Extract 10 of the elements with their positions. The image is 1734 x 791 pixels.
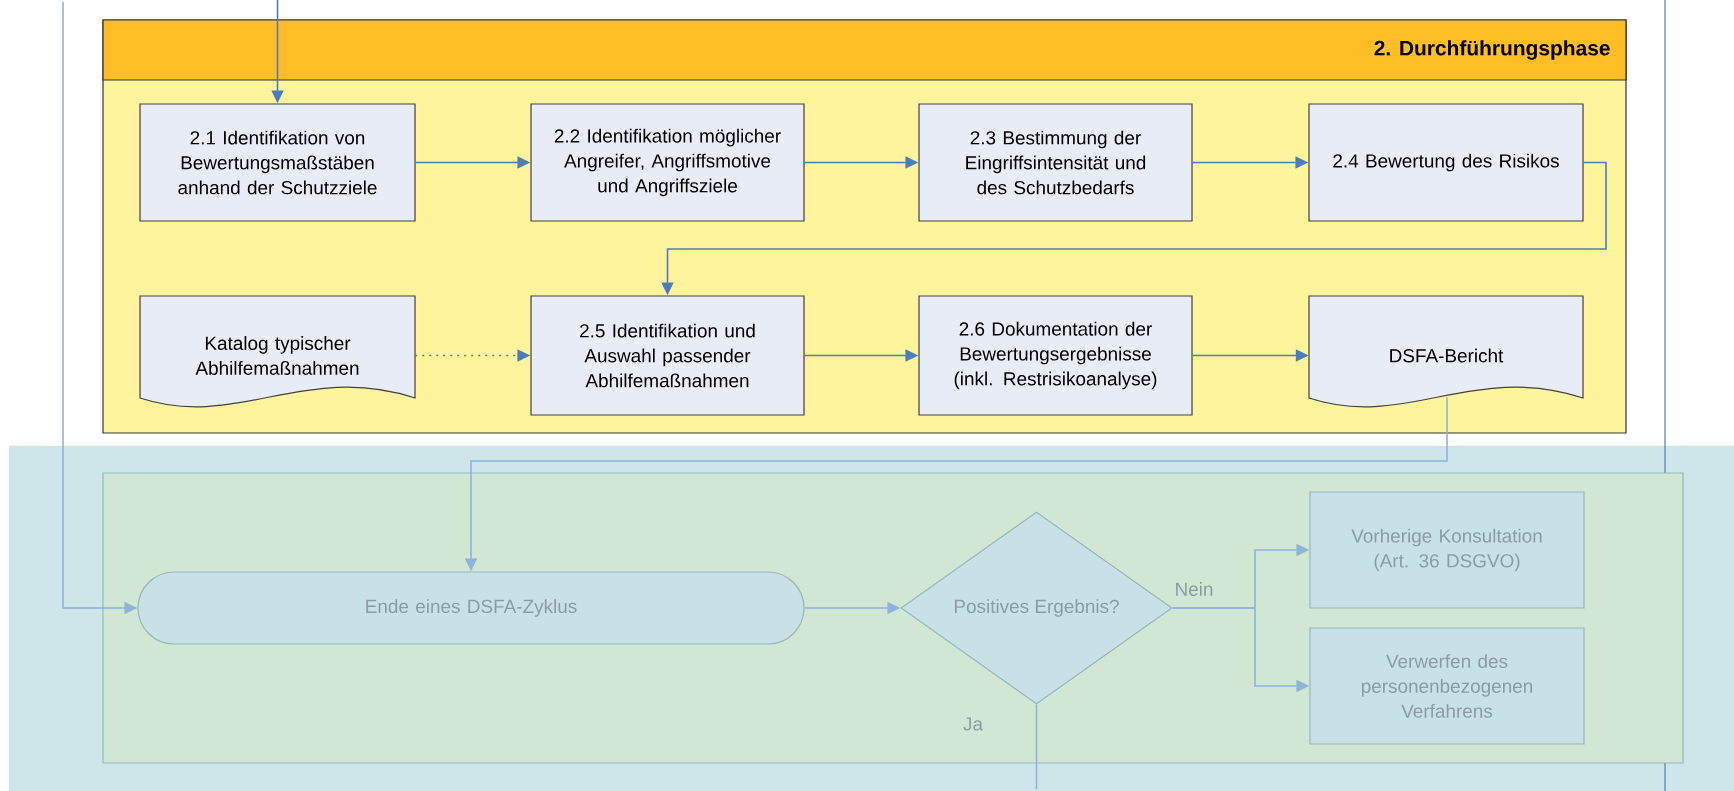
edge-label: Ja [962, 716, 984, 732]
process-box: 2.3 Bestimmung der Eingriffsintensität und des Schutzbedarfs [918, 103, 1193, 222]
process-box: 2.1 Identifikation von Bewertungsmaßstäben anhand der Schutzziele [139, 103, 416, 222]
process-box: Vorherige Konsultation (Art. 36 DSGVO) [1309, 491, 1585, 609]
process-box: 2.5 Identifikation und Auswahl passender Abhilfemaßnahmen [530, 295, 805, 416]
process-box: 2.6 Dokumentation der Bewertungsergebnisse (inkl. Restrisikoanalyse) [918, 295, 1193, 416]
process-box: 2.2 Identifikation möglicher Angreifer, Angriffsmotive und Angriffsziele [530, 103, 805, 222]
process-box: Verwerfen des personenbezogenen Verfahrens [1309, 627, 1585, 745]
edge-label: Nein [1173, 581, 1215, 597]
process-box: 2.4 Bewertung des Risikos [1308, 103, 1584, 222]
